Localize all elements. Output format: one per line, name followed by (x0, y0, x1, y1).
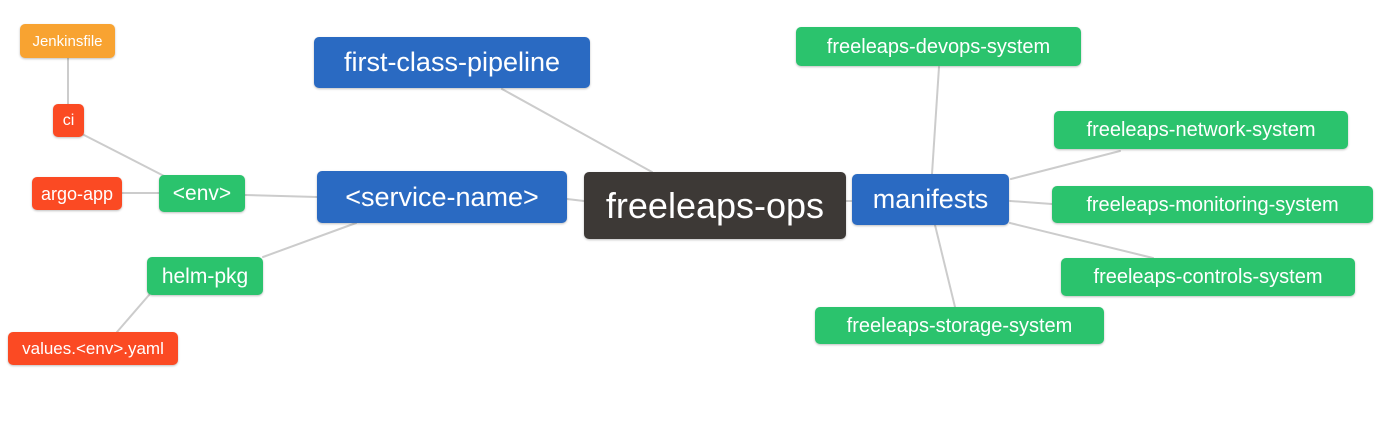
edge-helm-pkg--service-name (262, 222, 357, 258)
node-freeleaps-monitoring-system[interactable]: freeleaps-monitoring-system (1052, 186, 1373, 223)
edge-manifests--freeleaps-devops-system (931, 66, 940, 175)
node-service-name[interactable]: <service-name> (317, 171, 567, 223)
edge-env--service-name (244, 194, 318, 198)
node-values-env-yaml[interactable]: values.<env>.yaml (8, 332, 178, 365)
node-jenkinsfile[interactable]: Jenkinsfile (20, 24, 115, 58)
node-helm-pkg[interactable]: helm-pkg (147, 257, 263, 295)
node-ci[interactable]: ci (53, 104, 84, 137)
node-freeleaps-controls-system[interactable]: freeleaps-controls-system (1061, 258, 1355, 296)
edge-service-name--freeleaps-ops (566, 198, 585, 202)
edge-manifests--freeleaps-controls-system (1009, 222, 1154, 259)
edge-manifests--freeleaps-network-system (1010, 150, 1121, 180)
node-freeleaps-storage-system[interactable]: freeleaps-storage-system (815, 307, 1104, 344)
edge-helm-pkg--values-env-yaml (116, 294, 150, 333)
node-manifests[interactable]: manifests (852, 174, 1009, 225)
node-freeleaps-devops-system[interactable]: freeleaps-devops-system (796, 27, 1081, 66)
node-env[interactable]: <env> (159, 175, 245, 212)
edge-first-class-pipeline--freeleaps-ops (501, 88, 653, 173)
node-freeleaps-network-system[interactable]: freeleaps-network-system (1054, 111, 1348, 149)
edge-manifests--freeleaps-storage-system (934, 224, 956, 308)
node-freeleaps-ops[interactable]: freeleaps-ops (584, 172, 846, 239)
node-argo-app[interactable]: argo-app (32, 177, 122, 210)
node-first-class-pipeline[interactable]: first-class-pipeline (314, 37, 590, 88)
edge-ci--env (81, 133, 165, 177)
edge-manifests--freeleaps-monitoring-system (1009, 200, 1053, 205)
